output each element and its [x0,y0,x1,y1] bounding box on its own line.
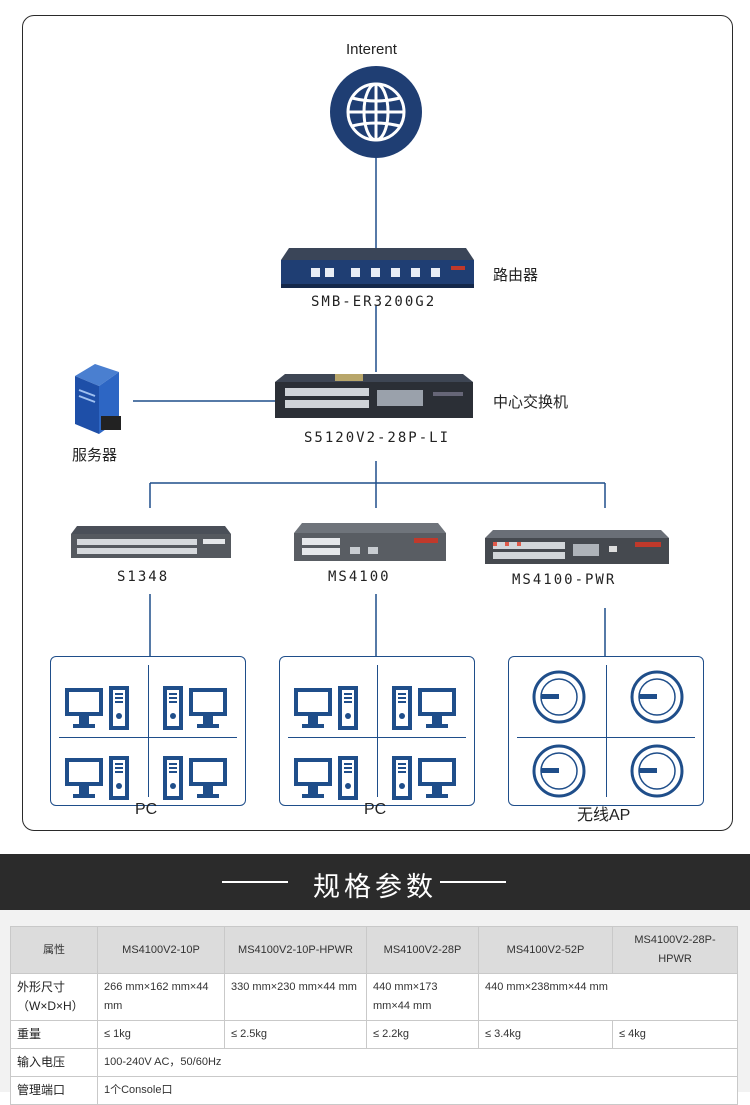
header-cell: MS4100V2-28P-HPWR [612,926,738,974]
header-cell: 属性 [10,926,98,974]
router-model: SMB-ER3200G2 [311,294,437,310]
access-point-icon [630,670,684,724]
banner-divider-left [222,881,288,883]
pc-panel-1 [50,656,246,806]
server-label: 服务器 [72,447,118,464]
table-row: 重量 ≤ 1kg ≤ 2.5kg ≤ 2.2kg ≤ 3.4kg ≤ 4kg [10,1020,738,1049]
table-cell: ≤ 1kg [97,1020,225,1049]
table-row: 输入电压 100-240V AC，50/60Hz [10,1048,738,1077]
table-cell: ≤ 4kg [612,1020,738,1049]
pc-icon [65,686,129,730]
row-label-mgmt: 管理端口 [10,1076,98,1105]
globe-icon [330,66,422,158]
table-cell: 330 mm×230 mm×44 mm [224,973,367,1021]
core-switch-model: S5120V2-28P-LI [304,430,451,446]
row-label-voltage: 输入电压 [10,1048,98,1077]
server-icon [75,364,121,434]
access-point-icon [630,744,684,798]
router-device [281,248,474,288]
pc-icon [163,686,227,730]
row-label-weight: 重量 [10,1020,98,1049]
ms4100-pwr-model: MS4100-PWR [512,572,617,588]
s1348-model: S1348 [117,569,170,585]
header-cell: MS4100V2-52P [478,926,613,974]
header-cell: MS4100V2-28P [366,926,479,974]
ms4100-switch-device [294,523,446,561]
pc-panel-1-label: PC [135,801,158,818]
pc-icon [294,756,358,800]
internet-label: Interent [346,41,397,58]
pc-icon [163,756,227,800]
router-role: 路由器 [493,267,539,284]
table-cell: 440 mm×238mm×44 mm [478,973,738,1021]
table-cell: ≤ 2.5kg [224,1020,367,1049]
header-cell: MS4100V2-10P-HPWR [224,926,367,974]
ap-panel [508,656,704,806]
table-header-row: 属性 MS4100V2-10P MS4100V2-10P-HPWR MS4100… [10,926,738,974]
s1348-switch-device [71,526,231,558]
spec-section: 属性 MS4100V2-10P MS4100V2-10P-HPWR MS4100… [0,910,750,1105]
table-cell: ≤ 2.2kg [366,1020,479,1049]
ms4100-model: MS4100 [328,569,391,585]
ms4100-pwr-switch-device [485,530,669,564]
spec-title: 规格参数 [313,872,437,902]
access-point-icon [532,670,586,724]
pc-icon [392,686,456,730]
header-cell: MS4100V2-10P [97,926,225,974]
core-switch-device [275,374,473,418]
table-row: 管理端口 1个Console口 [10,1076,738,1105]
row-label-dimension: 外形尺寸（W×D×H） [10,973,98,1021]
spec-banner: 规格参数 [0,854,750,910]
pc-icon [392,756,456,800]
table-cell: 1个Console口 [97,1076,738,1105]
banner-divider-right [440,881,506,883]
pc-icon [294,686,358,730]
topology-diagram: Interent SMB-ER3200G2 路由器 服务 [22,15,733,831]
pc-panel-2-label: PC [364,801,387,818]
core-switch-role: 中心交换机 [493,394,569,411]
table-cell: 266 mm×162 mm×44 mm [97,973,225,1021]
table-cell: 440 mm×173 mm×44 mm [366,973,479,1021]
ap-panel-label: 无线AP [577,807,631,824]
access-point-icon [532,744,586,798]
pc-panel-2 [279,656,475,806]
table-cell: ≤ 3.4kg [478,1020,613,1049]
pc-icon [65,756,129,800]
spec-table: 属性 MS4100V2-10P MS4100V2-10P-HPWR MS4100… [10,926,738,1105]
table-cell: 100-240V AC，50/60Hz [97,1048,738,1077]
table-row: 外形尺寸（W×D×H） 266 mm×162 mm×44 mm 330 mm×2… [10,973,738,1021]
